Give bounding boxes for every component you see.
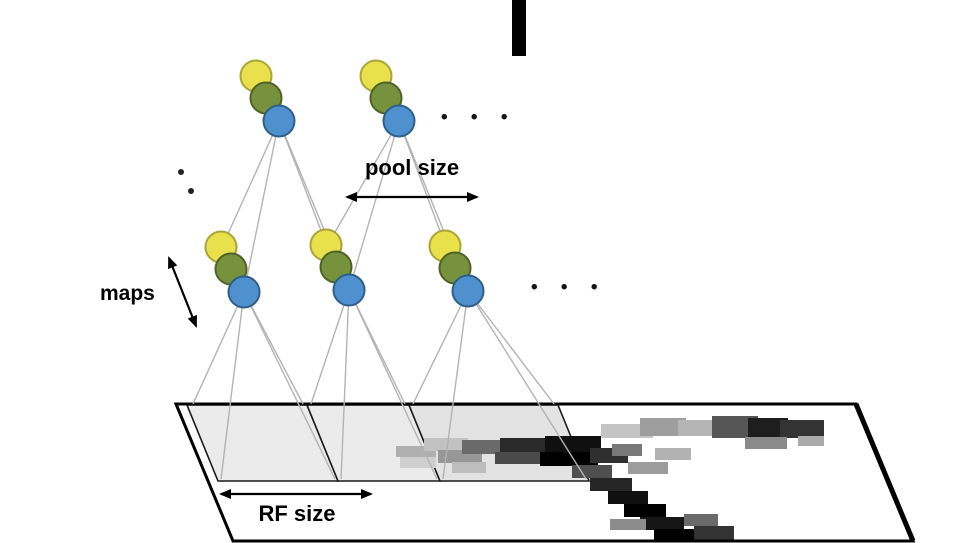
spectrogram-block (654, 529, 702, 541)
connection-line (243, 120, 280, 293)
connection-line (243, 291, 336, 480)
spectrogram-block (545, 436, 601, 453)
spectrogram-block (572, 465, 612, 478)
neuron-blue-circle (262, 104, 296, 138)
spectrogram-block (640, 517, 684, 530)
connection-line (221, 120, 280, 248)
connection-line (348, 289, 438, 480)
neuron-blue-circle (227, 275, 261, 309)
spectrogram-block (684, 514, 718, 526)
connection-line (192, 291, 245, 405)
spectrogram-block (780, 420, 824, 438)
connection-line (326, 120, 400, 247)
input-plane-right-edge (853, 403, 916, 542)
spectrogram-block (628, 462, 668, 474)
connection-line (348, 120, 400, 291)
spectrogram-block (540, 452, 598, 466)
spectrogram-block (452, 462, 486, 473)
spectrogram-block (640, 418, 686, 436)
diagonal-ellipsis-dot (188, 188, 194, 194)
spectrogram-block (608, 491, 648, 504)
spectrogram-block (694, 526, 734, 541)
connection-line (220, 291, 245, 480)
ellipsis-top-row: • • • (441, 107, 517, 128)
neuron-blue-circle (451, 274, 485, 308)
spectrogram-block (745, 437, 787, 449)
maps-arrow (167, 256, 198, 328)
spectrogram-block (610, 519, 646, 530)
spectrogram-block (400, 457, 436, 468)
spectrogram-block (655, 448, 691, 460)
spectrogram-block (590, 478, 632, 491)
spectrogram-block (798, 436, 824, 446)
connection-line (340, 289, 350, 480)
maps-label: maps (100, 282, 155, 305)
spectrogram-block (748, 418, 788, 438)
rf-size-label: RF size (258, 501, 336, 526)
spectrogram-block (678, 420, 718, 436)
pool-size-label: pool size (364, 155, 460, 180)
neuron-blue-circle (332, 273, 366, 307)
neuron-blue-circle (382, 104, 416, 138)
ellipsis-middle-row: • • • (531, 277, 607, 298)
spectrogram-block (712, 416, 758, 438)
spectrogram-block (624, 504, 666, 517)
connection-line (442, 290, 469, 480)
spectrogram-block (424, 438, 468, 451)
spectrogram-block (396, 446, 436, 457)
connection-line (412, 290, 469, 405)
top-bar (512, 0, 526, 56)
connection-line (467, 290, 555, 405)
connection-line (310, 289, 350, 405)
spectrogram-block (500, 438, 558, 453)
spectrogram-block (612, 444, 642, 456)
connection-line (467, 290, 587, 480)
diagonal-ellipsis-dot (178, 169, 184, 175)
spectrogram-block (495, 452, 545, 464)
